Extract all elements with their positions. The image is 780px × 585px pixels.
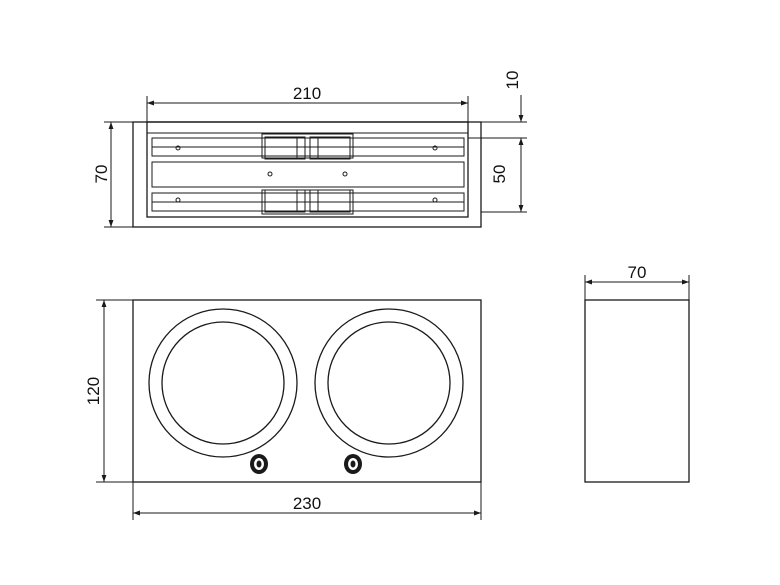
dimension-top-width: 210 xyxy=(146,84,469,122)
front-view xyxy=(132,299,482,483)
dim-label-10: 10 xyxy=(503,71,522,90)
dim-label-210: 210 xyxy=(293,84,321,103)
top-view xyxy=(132,121,482,228)
dimension-front-height: 120 xyxy=(84,299,133,483)
dim-label-230: 230 xyxy=(293,494,321,513)
dim-label-120: 120 xyxy=(84,377,103,405)
dimension-right-stack: 10 50 xyxy=(468,71,527,213)
dim-label-70-top: 70 xyxy=(92,165,111,184)
sensor-left xyxy=(250,454,268,474)
sensor-right xyxy=(344,454,362,474)
dimension-top-height: 70 xyxy=(92,121,133,228)
side-view xyxy=(584,299,690,483)
dimension-side-width: 70 xyxy=(584,263,690,300)
dim-label-50: 50 xyxy=(490,165,509,184)
dim-label-70-side: 70 xyxy=(628,263,647,282)
dimension-front-width: 230 xyxy=(132,482,482,520)
